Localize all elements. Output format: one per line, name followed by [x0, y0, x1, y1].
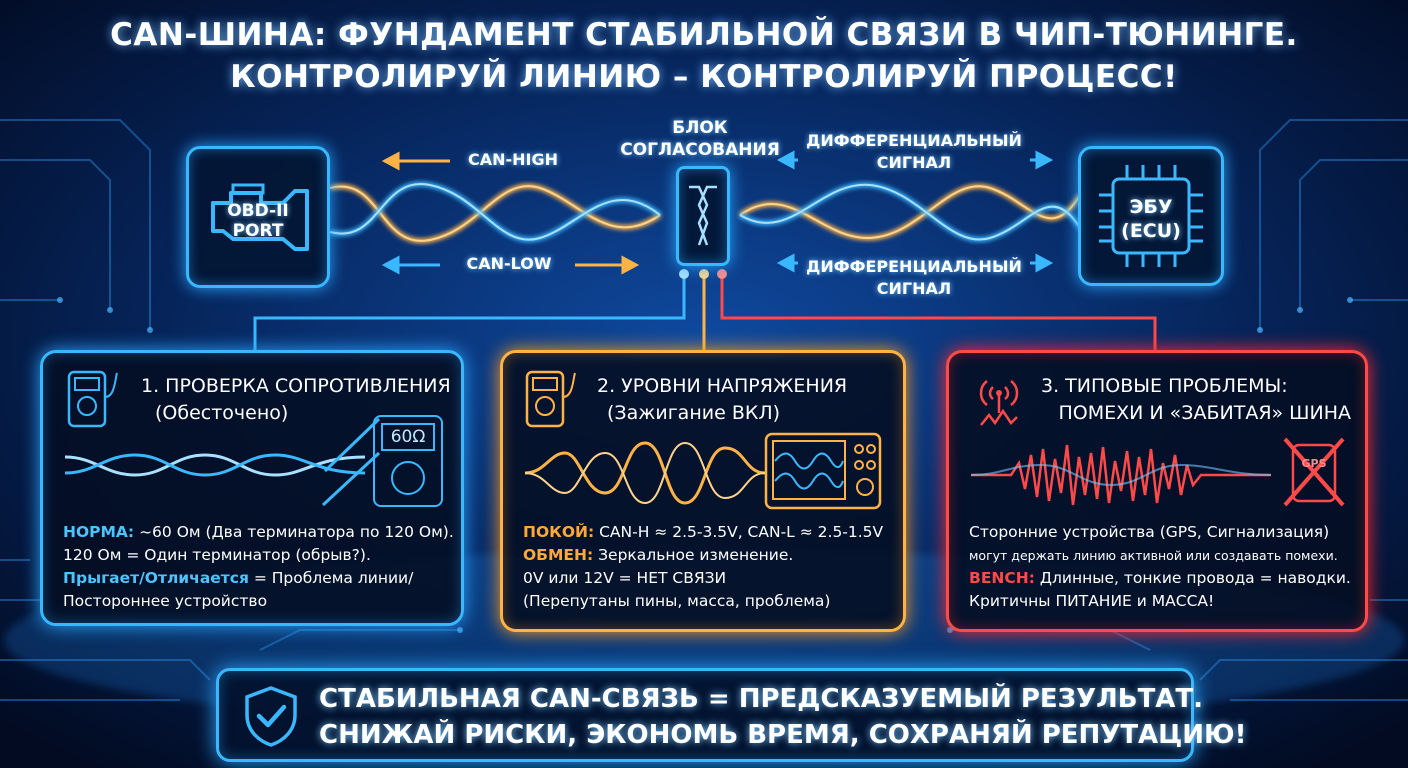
resistance-line-3: Прыгает/Отличается = Проблема линии/: [63, 567, 454, 590]
oscilloscope-icon: [764, 432, 882, 510]
multimeter-display-box: 60Ω: [373, 415, 443, 507]
probe-line-resistance: [253, 276, 686, 350]
voltage-title: 2. УРОВНИ НАПРЯЖЕНИЯ (Зажигание ВКЛ): [597, 373, 847, 427]
voltage-line-3: 0V или 12V = НЕТ СВЯЗИ: [523, 569, 727, 587]
obd-port-label: OBD-II PORT: [189, 201, 327, 241]
problems-line-1: Сторонние устройства (GPS, Сигнализация): [969, 523, 1330, 541]
probe-line-problems: [720, 276, 1157, 350]
differential-bottom-line-1: ДИФФЕРЕНЦИАЛЬНЫЙ: [806, 257, 1022, 276]
problems-line-3: BENCH: Длинные, тонкие провода = наводки…: [969, 567, 1351, 590]
obd-line-2: PORT: [232, 221, 284, 241]
obd-line-1: OBD-II: [227, 201, 289, 221]
obd-port-node: OBD-II PORT: [186, 146, 330, 288]
voltage-waveform: [525, 441, 765, 505]
norm-key: НОРМА:: [63, 523, 135, 541]
matching-block-line-2: СОГЛАСОВАНИЯ: [620, 140, 780, 160]
resistance-line-1: НОРМА: ~60 Ом (Два терминатора по 120 Ом…: [63, 521, 454, 544]
norm-value: ~60 Ом (Два терминатора по 120 Ом).: [134, 523, 454, 541]
ecu-label: ЭБУ (ECU): [1081, 195, 1221, 243]
idle-value: CAN-H ≈ 2.5-3.5V, CAN-L ≈ 2.5-1.5V: [594, 523, 884, 541]
summary-text: СТАБИЛЬНАЯ CAN-СВЯЗЬ = ПРЕДСКАЗУЕМЫЙ РЕЗ…: [319, 681, 1247, 753]
differential-signal-top: ДИФФЕРЕНЦИАЛЬНЫЙ СИГНАЛ: [800, 130, 1028, 174]
summary-line-1: СТАБИЛЬНАЯ CAN-СВЯЗЬ = ПРЕДСКАЗУЕМЫЙ РЕЗ…: [319, 684, 1204, 714]
title-line-2: КОНТРОЛИРУЙ ЛИНИЮ – КОНТРОЛИРУЙ ПРОЦЕСС!: [230, 59, 1178, 95]
problems-title: 3. ТИПОВЫЕ ПРОБЛЕМЫ: ПОМЕХИ И «ЗАБИТАЯ» …: [1041, 373, 1351, 427]
resistance-line-4: Постороннее устройство: [63, 592, 268, 610]
voltage-text: ПОКОЙ: CAN-H ≈ 2.5-3.5V, CAN-L ≈ 2.5-1.5…: [523, 521, 883, 613]
voltage-title-line-1: 2. УРОВНИ НАПРЯЖЕНИЯ: [597, 375, 848, 397]
voltage-line-2: ОБМЕН: Зеркальное изменение.: [523, 544, 883, 567]
bench-key: BENCH:: [969, 569, 1035, 587]
summary-line-2: СНИЖАЙ РИСКИ, ЭКОНОМЬ ВРЕМЯ, СОХРАНЯЙ РЕ…: [319, 720, 1247, 750]
engine-icon: [211, 183, 309, 251]
ecu-line-2: (ECU): [1121, 220, 1181, 242]
gps-label: GPS: [1301, 457, 1327, 470]
differential-top-line-1: ДИФФЕРЕНЦИАЛЬНЫЙ: [806, 131, 1022, 150]
exchange-value: Зеркальное изменение.: [593, 546, 794, 564]
can-high-label: CAN-HIGH: [467, 150, 559, 169]
ecu-line-1: ЭБУ: [1129, 196, 1173, 218]
voltage-line-1: ПОКОЙ: CAN-H ≈ 2.5-3.5V, CAN-L ≈ 2.5-1.5…: [523, 521, 883, 544]
multimeter-probes: [321, 417, 381, 507]
ohmmeter-icon: [67, 370, 118, 428]
problems-line-4: Критичны ПИТАНИЕ и МАССА!: [969, 592, 1215, 610]
resistance-title-line-1: 1. ПРОВЕРКА СОПРОТИВЛЕНИЯ: [141, 375, 451, 397]
bench-value: Длинные, тонкие провода = наводки.: [1034, 569, 1351, 587]
title-line-1: CAN-ШИНА: ФУНДАМЕНТ СТАБИЛЬНОЙ СВЯЗИ В Ч…: [110, 17, 1298, 53]
can-twisted-pair-left: [329, 181, 662, 244]
gps-device-icon: GPS: [1283, 435, 1345, 509]
summary-banner: СТАБИЛЬНАЯ CAN-СВЯЗЬ = ПРЕДСКАЗУЕМЫЙ РЕЗ…: [216, 668, 1247, 762]
antenna-interference-icon: [979, 380, 1019, 426]
shield-check-icon: [245, 686, 297, 747]
matching-block-label: БЛОК СОГЛАСОВАНИЯ: [600, 117, 800, 161]
matching-block-line-1: БЛОК: [672, 118, 728, 138]
problems-title-line-1: 3. ТИПОВЫЕ ПРОБЛЕМЫ:: [1041, 375, 1288, 397]
problems-title-line-2: ПОМЕХИ И «ЗАБИТАЯ» ШИНА: [1058, 402, 1352, 424]
differential-arrow-bottom: [776, 253, 1054, 273]
voltage-title-line-2: (Зажигание ВКЛ): [607, 402, 781, 424]
voltage-panel: 2. УРОВНИ НАПРЯЖЕНИЯ (Зажигание ВКЛ) ПОК…: [500, 350, 906, 632]
noise-waveform: [971, 444, 1271, 506]
matching-block: [676, 166, 730, 266]
ecu-node: ЭБУ (ECU): [1078, 146, 1224, 286]
problems-panel: 3. ТИПОВЫЕ ПРОБЛЕМЫ: ПОМЕХИ И «ЗАБИТАЯ» …: [946, 350, 1368, 632]
page-title: CAN-ШИНА: ФУНДАМЕНТ СТАБИЛЬНОЙ СВЯЗИ В Ч…: [0, 14, 1408, 98]
voltmeter-icon: [525, 370, 576, 428]
can-low-arrow-right: [575, 255, 640, 275]
resistance-twisted-wire: [65, 453, 365, 477]
multimeter-dial: [391, 461, 425, 495]
voltage-line-4: (Перепутаны пины, масса, проблема): [523, 592, 831, 610]
jumps-key: Прыгает/Отличается: [63, 569, 249, 587]
differential-top-line-2: СИГНАЛ: [876, 153, 952, 172]
resistance-text: НОРМА: ~60 Ом (Два терминатора по 120 Ом…: [63, 521, 454, 613]
differential-bottom-line-2: СИГНАЛ: [876, 279, 952, 298]
can-twisted-pair-right: [738, 182, 1083, 243]
differential-signal-bottom: ДИФФЕРЕНЦИАЛЬНЫЙ СИГНАЛ: [800, 256, 1028, 300]
transformer-icon: [689, 185, 717, 246]
idle-key: ПОКОЙ:: [523, 523, 595, 541]
jumps-value: = Проблема линии/: [248, 569, 414, 587]
differential-arrow-top: [776, 150, 1054, 170]
can-low-arrow-left: [381, 255, 440, 275]
resistance-line-2: 120 Ом = Один терминатор (обрыв?).: [63, 546, 371, 564]
can-low-label: CAN-LOW: [466, 254, 552, 273]
problems-text: Сторонние устройства (GPS, Сигнализация)…: [969, 521, 1351, 613]
resistance-panel: 1. ПРОВЕРКА СОПРОТИВЛЕНИЯ (Обесточено) 6…: [40, 350, 464, 626]
problems-line-2: могут держать линию активной или создава…: [969, 548, 1338, 563]
multimeter-reading: 60Ω: [381, 423, 435, 451]
resistance-title: 1. ПРОВЕРКА СОПРОТИВЛЕНИЯ (Обесточено): [141, 373, 451, 427]
resistance-title-line-2: (Обесточено): [155, 402, 289, 424]
chip-icon: [1099, 165, 1203, 267]
can-high-arrow: [381, 151, 450, 171]
exchange-key: ОБМЕН:: [523, 546, 594, 564]
